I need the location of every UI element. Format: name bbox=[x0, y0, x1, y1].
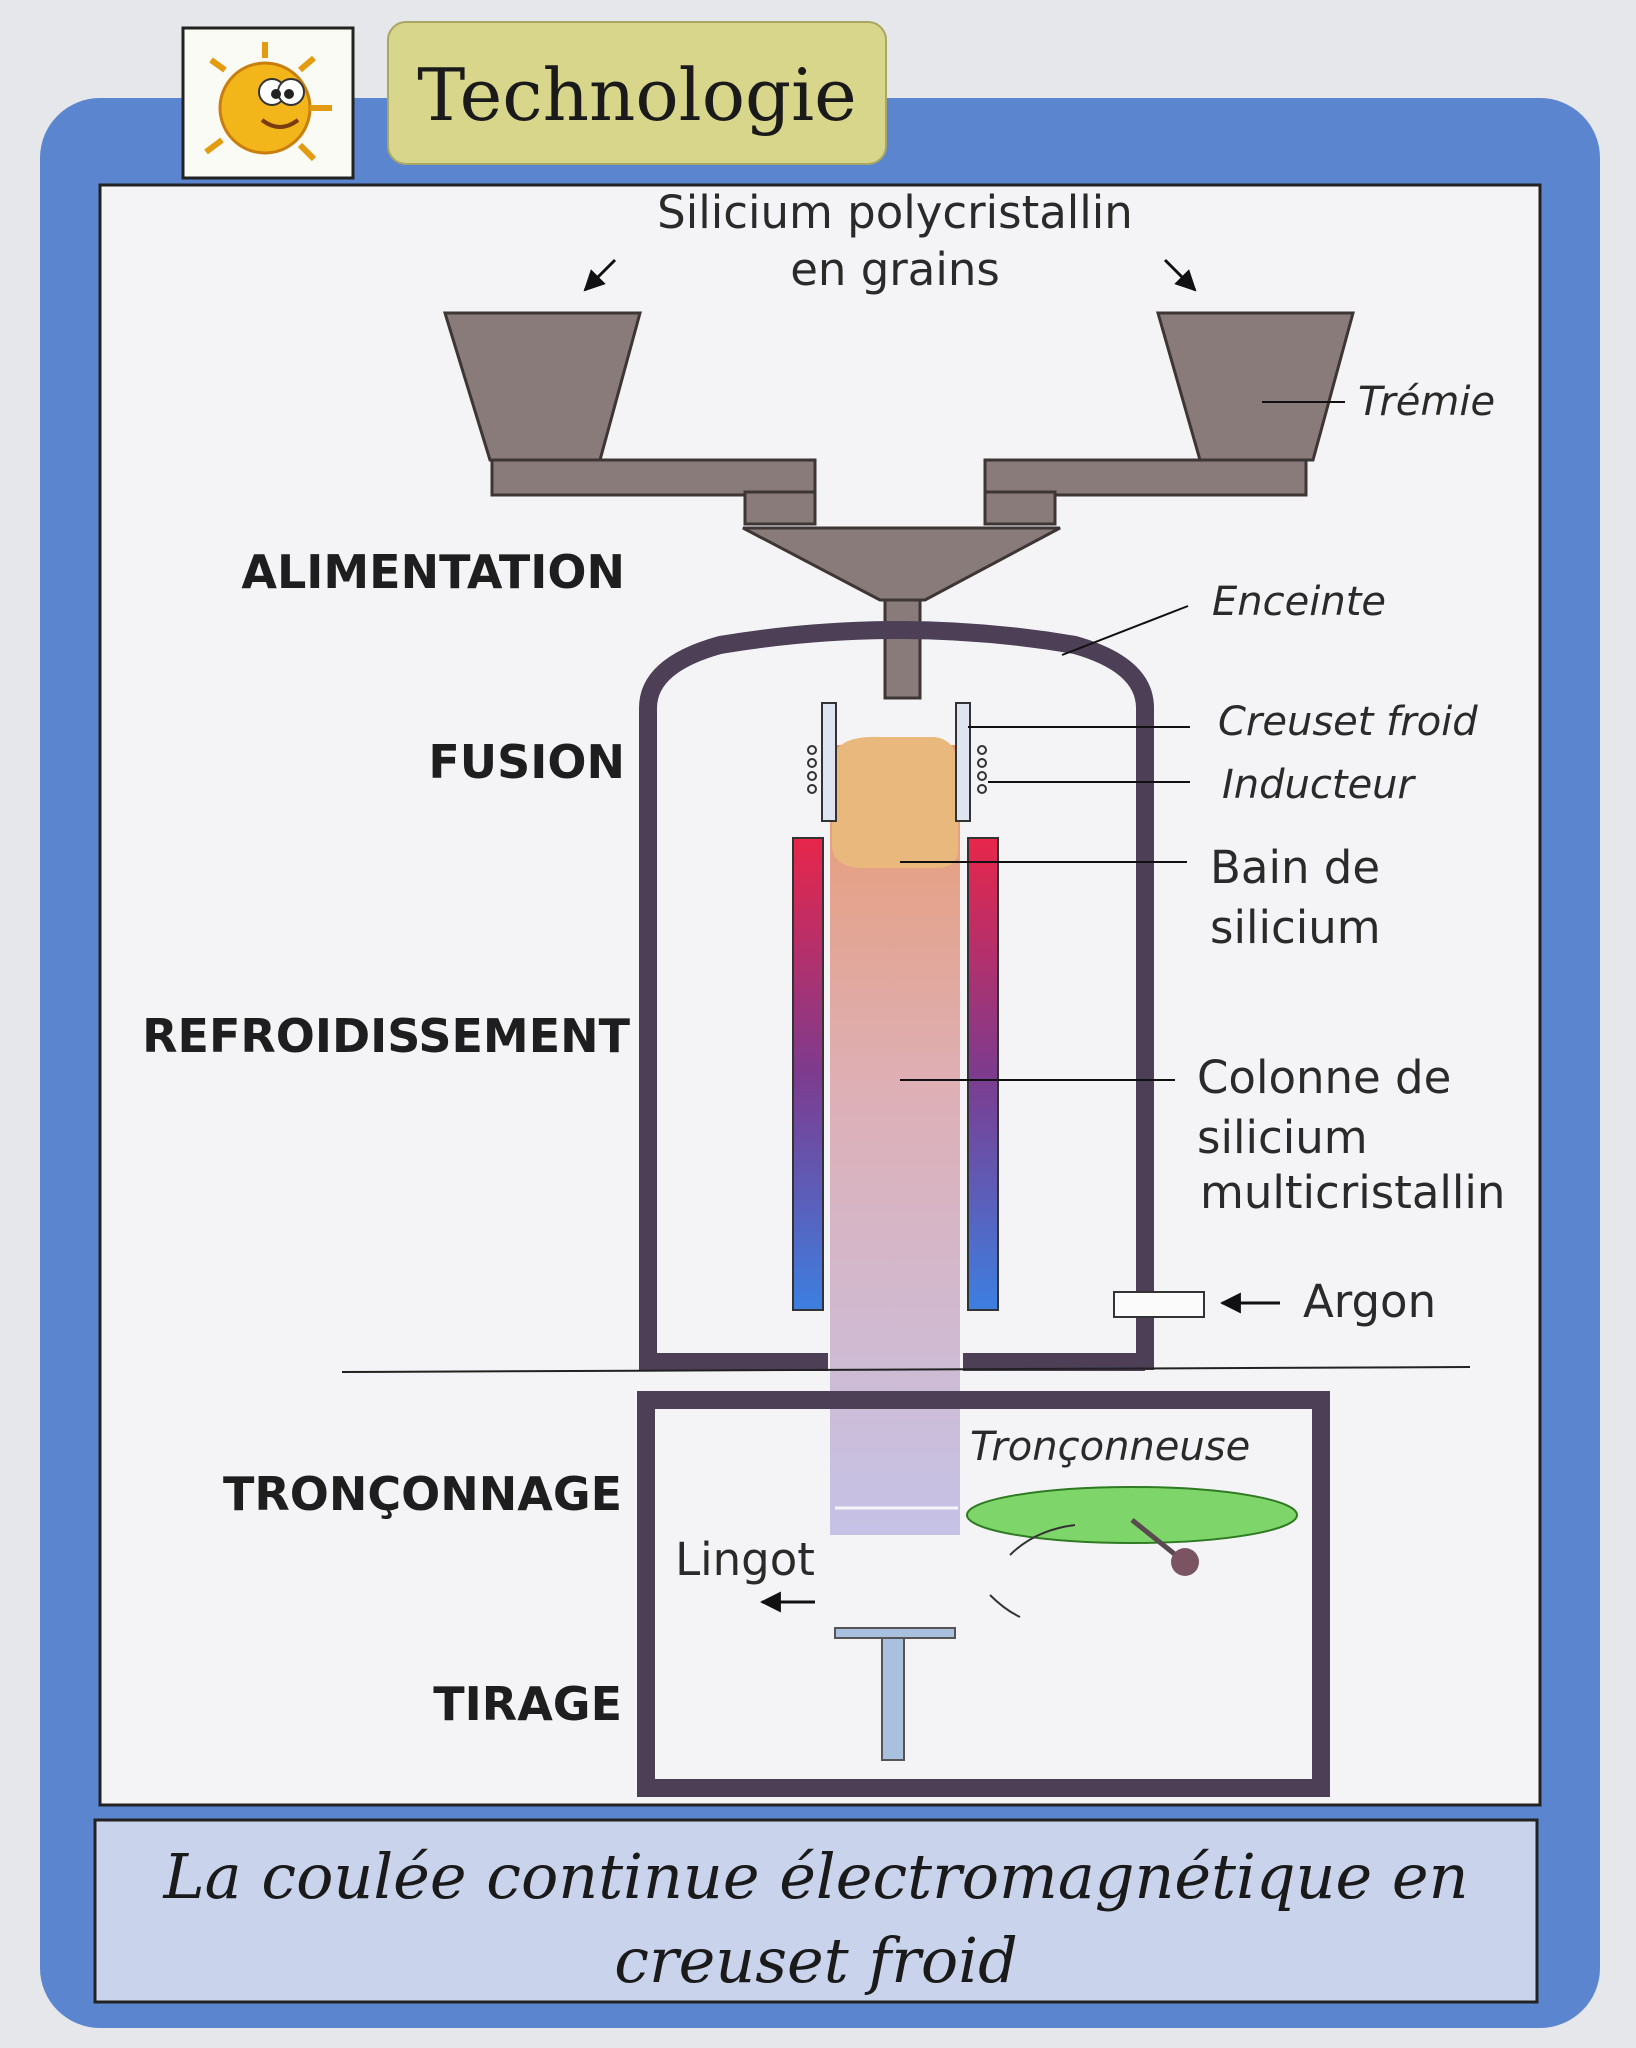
heater-left bbox=[792, 837, 824, 1311]
stage-refroidissement: REFROIDISSEMENT bbox=[142, 1009, 631, 1063]
title-box: Technologie bbox=[387, 21, 887, 165]
label-inducteur: Inducteur bbox=[1222, 762, 1417, 808]
label-colonne-line3: multicristallin bbox=[1200, 1166, 1505, 1219]
stage-separator bbox=[341, 1366, 1471, 1373]
stage-tirage: TIRAGE bbox=[433, 1677, 622, 1731]
silicon-bath bbox=[832, 736, 958, 868]
pulling-rod bbox=[881, 1637, 905, 1761]
top-label-line1: Silicium polycristallin bbox=[657, 186, 1133, 239]
pulling-plate bbox=[834, 1627, 956, 1639]
stage-alimentation: ALIMENTATION bbox=[241, 545, 625, 599]
enceinte-leader bbox=[1061, 605, 1189, 656]
label-bain-line1: Bain de bbox=[1210, 841, 1380, 894]
caption-line1: La coulée continue électromagnétique en bbox=[163, 1840, 1469, 1913]
heater-right bbox=[967, 837, 999, 1311]
label-colonne-line2: silicium bbox=[1197, 1111, 1368, 1164]
argon-inlet bbox=[1113, 1291, 1205, 1318]
top-label-line2: en grains bbox=[790, 243, 1000, 296]
label-creuset: Creuset froid bbox=[1218, 699, 1478, 745]
label-enceinte: Enceinte bbox=[1212, 579, 1386, 625]
cutting-chamber bbox=[637, 1391, 1330, 1797]
caption-line2: creuset froid bbox=[614, 1924, 1018, 1997]
saw-arm bbox=[1130, 1518, 1184, 1562]
label-bain-line2: silicium bbox=[1210, 901, 1381, 954]
stage-tronconnage: TRONÇONNAGE bbox=[223, 1467, 622, 1521]
stage-fusion: FUSION bbox=[428, 735, 625, 789]
mascot-logo bbox=[181, 26, 355, 180]
arrow-left-hopper bbox=[583, 258, 617, 292]
label-argon: Argon bbox=[1303, 1275, 1436, 1328]
page-title: Technologie bbox=[417, 53, 857, 137]
label-tronconneuse: Tronçonneuse bbox=[970, 1424, 1250, 1470]
label-tremie: Trémie bbox=[1358, 379, 1495, 425]
cold-crucible-left bbox=[821, 702, 837, 822]
saw-blade bbox=[966, 1486, 1298, 1544]
cold-crucible-right bbox=[955, 702, 971, 822]
inductor-coils bbox=[807, 745, 987, 794]
label-colonne-line1: Colonne de bbox=[1197, 1051, 1451, 1104]
hoppers bbox=[442, 311, 1355, 700]
arrow-right-hopper bbox=[1163, 258, 1197, 292]
label-lingot: Lingot bbox=[675, 1533, 815, 1586]
enclosure-wall bbox=[639, 621, 1154, 1370]
rotation-marks bbox=[989, 1524, 1076, 1618]
saw-pivot bbox=[1171, 1548, 1199, 1576]
caption-box: La coulée continue électromagnétique en … bbox=[93, 1818, 1539, 2004]
